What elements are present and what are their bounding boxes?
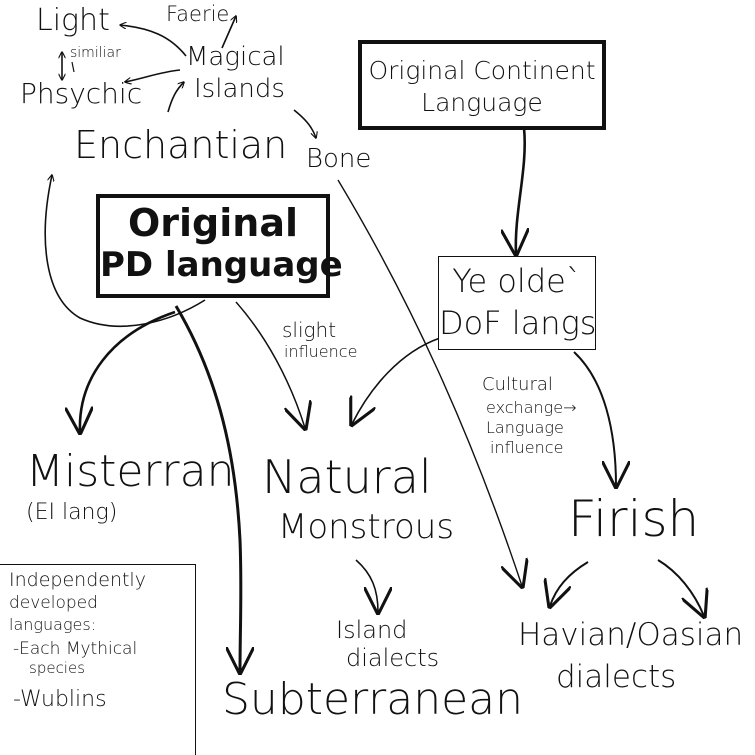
legend-line6: -Wublins	[13, 687, 107, 712]
node-ye-olde-line1: Ye olde`	[452, 262, 582, 300]
arrow-enchantian-to-magical	[167, 82, 184, 113]
node-misterran: Misterran	[26, 446, 235, 497]
arrow-pd-to-subterranean	[174, 305, 241, 672]
node-havian-line1: Havian/Oasian	[518, 617, 744, 653]
arrow-pd-to-misterran	[80, 310, 176, 432]
legend-line2: developed	[9, 593, 98, 613]
node-faerie: Faerie	[166, 2, 230, 26]
node-original-pd-line1: Original	[127, 201, 299, 245]
label-cultural-line2: exchange→	[486, 398, 577, 417]
arrow-pd-to-natural	[235, 301, 305, 428]
node-magical-line2: Islands	[194, 74, 285, 104]
node-phsychic: Phsychic	[20, 77, 143, 110]
legend-line5: species	[29, 659, 86, 677]
node-natural-line1: Natural	[262, 450, 432, 504]
arrow-magical-to-faerie	[221, 16, 236, 49]
label-similiar: similiar	[70, 45, 121, 61]
arrow-magical-to-light	[120, 25, 187, 57]
arrow-yeolde-to-firish	[573, 351, 616, 486]
label-slight-line1: slight	[282, 318, 337, 342]
node-original-pd-line2: PD language	[100, 245, 343, 285]
box-original-continent: Original Continent Language	[358, 40, 606, 130]
arrow-firish-to-havian	[550, 561, 589, 606]
legend-box: Independently developed languages: -Each…	[0, 564, 196, 755]
box-ye-olde: Ye olde` DoF langs	[438, 256, 596, 350]
arrow-firish-to-right	[657, 559, 704, 616]
legend-line3: languages:	[9, 615, 97, 634]
arrow-bone-to-havian	[337, 179, 522, 586]
node-ei-lang: (EI lang)	[26, 500, 118, 525]
arrow-pd-to-enchantian	[44, 175, 206, 328]
box-original-pd: Original PD language	[96, 194, 343, 298]
arrow-magical-to-phsychic	[125, 69, 181, 82]
arrow-natural-to-island	[355, 559, 378, 612]
similar-tick	[71, 61, 75, 73]
node-bone: Bone	[306, 144, 372, 174]
node-subterranean: Subterranean	[222, 674, 524, 725]
label-slight-line2: influence	[284, 342, 358, 361]
node-enchantian: Enchantian	[74, 123, 288, 167]
arrow-continent-to-yeolde	[516, 127, 525, 254]
node-magical-line1: Magical	[186, 42, 285, 72]
label-cultural-line3: Language	[486, 418, 564, 437]
node-island-line1: Island	[336, 616, 408, 644]
node-original-continent-line2: Language	[421, 88, 543, 117]
legend-line1: Independently	[9, 569, 146, 591]
node-island-line2: dialects	[346, 644, 440, 672]
node-firish: Firish	[568, 490, 700, 548]
label-cultural-line4: influence	[490, 438, 564, 457]
node-havian-line2: dialects	[556, 659, 677, 695]
label-cultural-line1: Cultural	[482, 374, 553, 395]
arrow-yeolde-to-natural	[352, 337, 441, 424]
node-natural-line2: Monstrous	[278, 507, 455, 547]
node-ye-olde-line2: DoF langs	[439, 304, 597, 342]
node-original-continent-line1: Original Continent	[368, 56, 596, 85]
legend-line4: -Each Mythical	[13, 639, 138, 659]
arrow-magical-to-bone	[293, 109, 316, 138]
node-light: Light	[36, 3, 110, 38]
